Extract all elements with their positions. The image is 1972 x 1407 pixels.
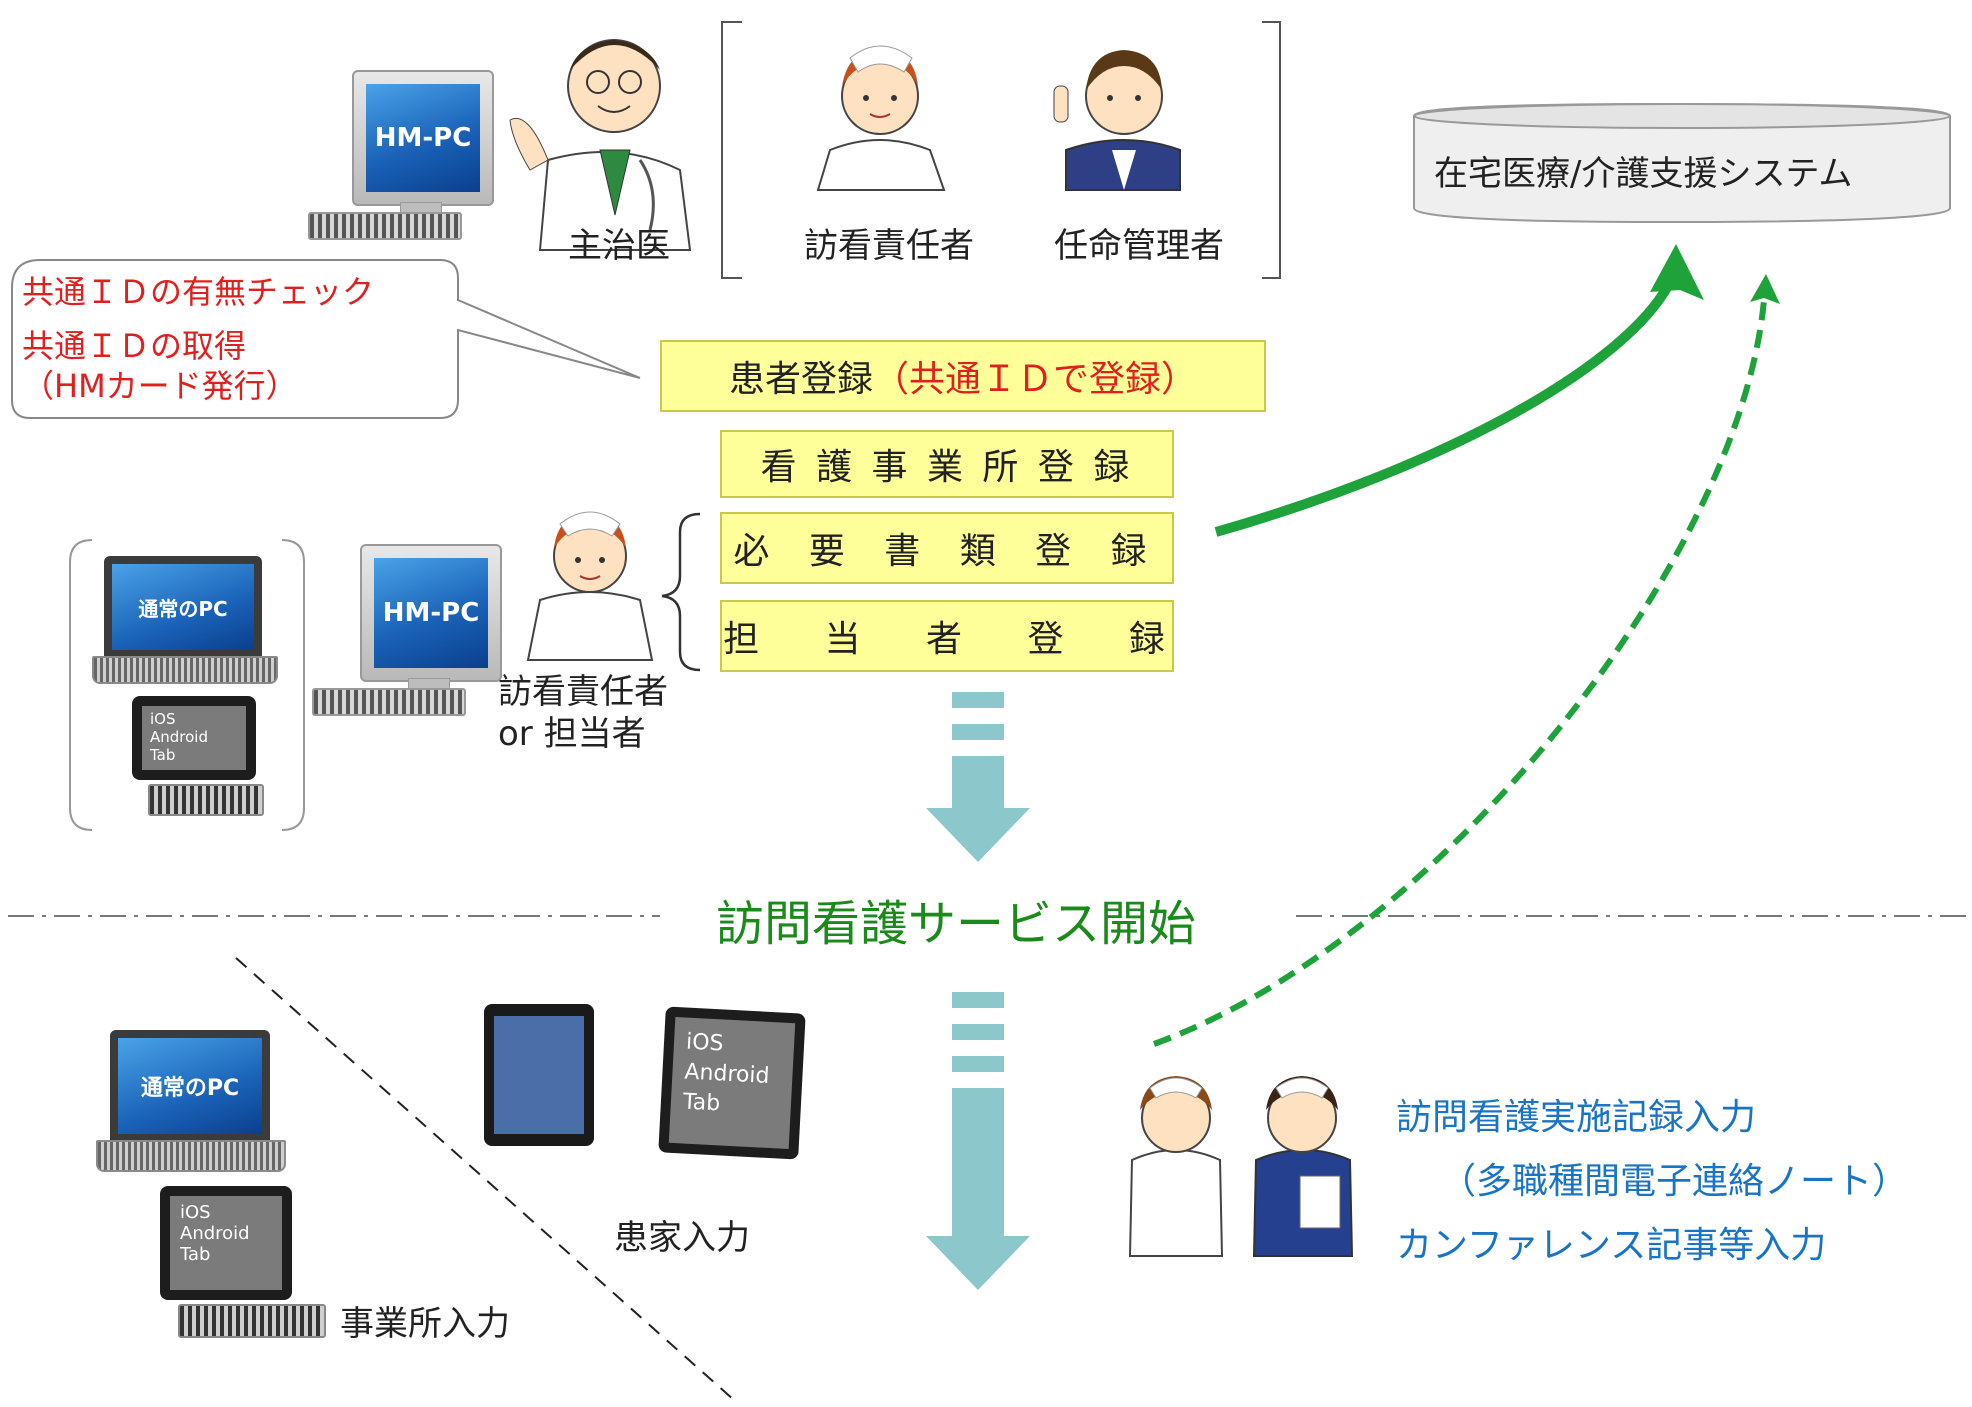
patient-registration-label: 患者登録 [728, 359, 873, 400]
device-group-frame [69, 539, 305, 831]
tablet-bottom-left[interactable]: iOS Android Tab [160, 1186, 292, 1300]
record-line2: （多職種間電子連絡ノート） [1440, 1161, 1909, 1202]
doctor-label: 主治医 [568, 226, 670, 266]
doctor-illustration [509, 39, 692, 251]
nurse-staff-label-line2: or 担当者 [498, 714, 646, 754]
patient-registration-box[interactable]: 患者登録（共通ＩＤで登録） [660, 340, 1266, 412]
record-line1: 訪問看護実施記録入力 [1396, 1097, 1757, 1138]
hm-pc-top[interactable]: HM-PC [300, 70, 510, 240]
flow-arrow-upper [926, 692, 1030, 862]
manager-label: 任命管理者 [1054, 226, 1224, 266]
normal-pc-middle[interactable]: 通常のPC [92, 556, 286, 686]
patient-registration-highlight: （共通ＩＤで登録） [873, 359, 1198, 400]
ipad-illustration [484, 1004, 594, 1146]
tablet-middle[interactable]: iOS Android Tab [132, 696, 256, 780]
nurse-staff-illustration [526, 511, 654, 661]
normal-pc-bottom-label: 通常のPC [118, 1038, 262, 1134]
callout-line1: 共通ＩＤの有無チェック [22, 273, 375, 311]
home-input-label: 患家入力 [614, 1218, 750, 1258]
green-arrow-solid-head [1650, 244, 1704, 300]
system-label: 在宅医療/介護支援システム [1434, 154, 1853, 194]
staff-bracket-left [721, 21, 742, 279]
flow-arrow-lower [926, 992, 1030, 1290]
office-input-label: 事業所入力 [340, 1304, 510, 1344]
tablet-middle-text: iOS Android Tab [142, 706, 246, 770]
nurse-lead-illustration [816, 45, 946, 191]
record-line3: カンファレンス記事等入力 [1396, 1225, 1827, 1266]
documents-registration-box[interactable]: 必 要 書 類 登 録 [720, 512, 1174, 584]
staff-registration-box[interactable]: 担 当 者 登 録 [720, 600, 1174, 672]
nurse-lead-label: 訪看責任者 [804, 226, 974, 266]
hm-pc-middle-label: HM-PC [374, 558, 488, 668]
callout-line2: 共通ＩＤの取得 [22, 327, 247, 365]
callout-bubble [11, 259, 641, 419]
office-registration-box[interactable]: 看 護 事 業 所 登 録 [720, 430, 1174, 498]
green-arrow-dashed [1152, 299, 1767, 1047]
manager-illustration [1053, 50, 1181, 191]
tablet-bottom-left-keyboard [178, 1304, 326, 1338]
service-start-title: 訪問看護サービス開始 [716, 896, 1197, 952]
tablet-middle-keyboard [148, 784, 264, 816]
documents-registration-label: 必 要 書 類 登 録 [733, 531, 1161, 572]
input-divider [235, 957, 735, 1401]
normal-pc-bottom[interactable]: 通常のPC [96, 1030, 290, 1176]
tablet-bottom-left-text: iOS Android Tab [170, 1196, 282, 1290]
registration-brace [661, 512, 701, 672]
staff-registration-label: 担 当 者 登 録 [723, 619, 1171, 660]
nurse-staff-label-line1: 訪看責任者 [498, 672, 668, 712]
hm-pc-top-label: HM-PC [366, 84, 480, 192]
tablet-bottom-right[interactable]: iOS Android Tab [658, 1006, 806, 1160]
hm-pc-middle[interactable]: HM-PC [308, 544, 518, 716]
normal-pc-middle-label: 通常のPC [112, 564, 254, 650]
green-arrow-dashed-head [1750, 274, 1780, 304]
office-registration-label: 看 護 事 業 所 登 録 [760, 447, 1134, 488]
green-arrow-solid [1214, 283, 1673, 537]
callout-line3: （HMカード発行） [22, 367, 298, 405]
tablet-bottom-right-text: iOS Android Tab [668, 1016, 796, 1150]
staff-bracket-right [1262, 21, 1281, 279]
visiting-nurses-illustration [1128, 1076, 1354, 1257]
